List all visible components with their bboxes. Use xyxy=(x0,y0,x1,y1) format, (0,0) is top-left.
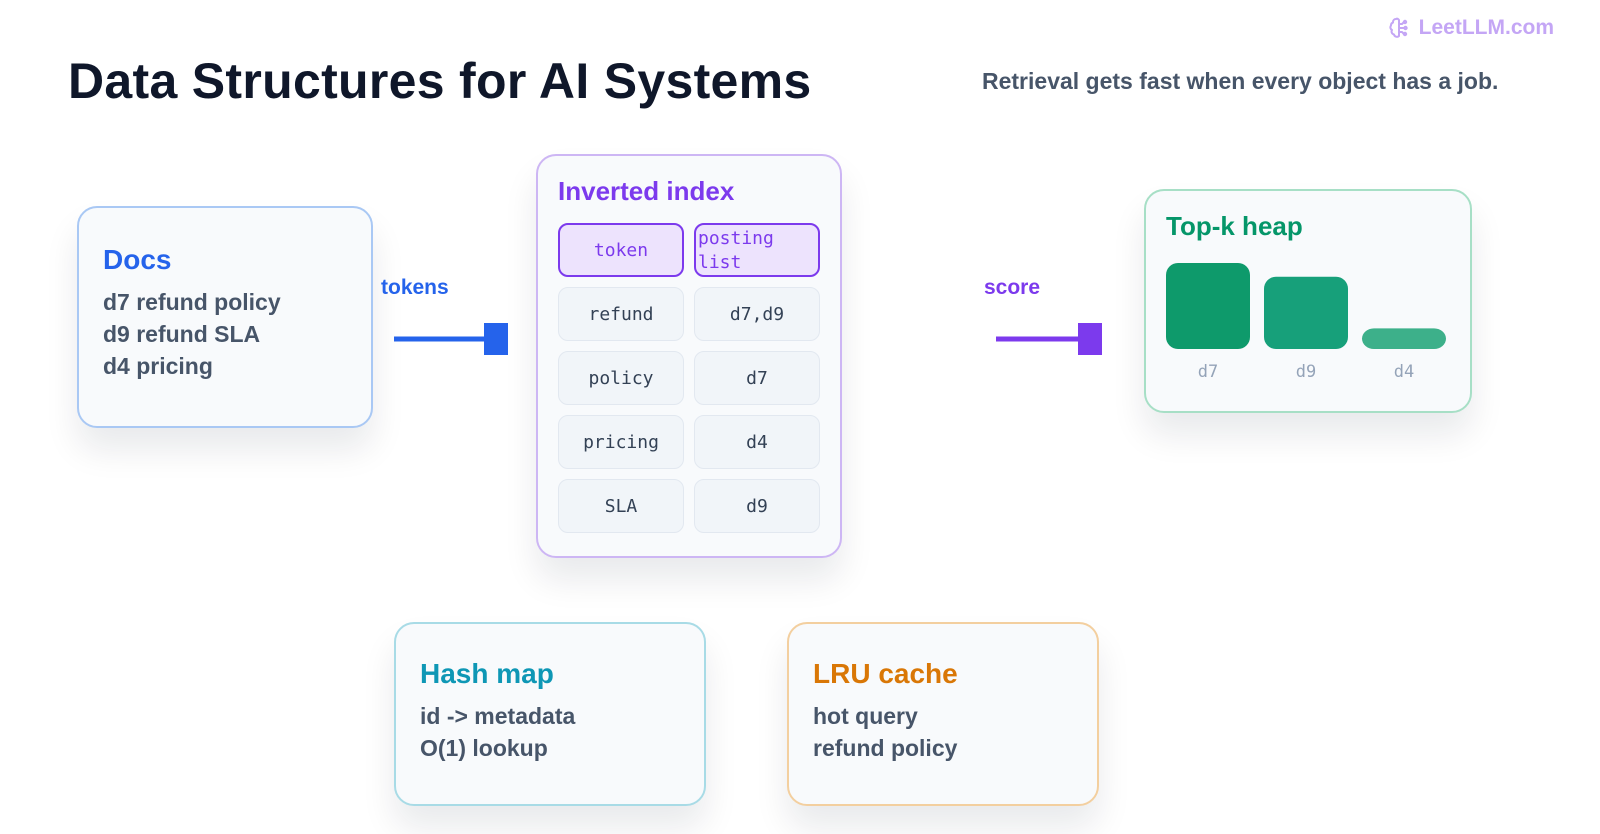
heap-bar-label: d4 xyxy=(1394,362,1414,382)
posting-cell: d7,d9 xyxy=(694,287,820,341)
hash-map-card: Hash map id -> metadata O(1) lookup xyxy=(394,622,706,806)
tokens-arrow xyxy=(394,323,508,355)
lru-cache-line: hot query xyxy=(813,703,918,729)
score-arrow xyxy=(996,323,1102,355)
heap-bar-d7 xyxy=(1166,263,1250,349)
posting-cell: d4 xyxy=(694,415,820,469)
lru-cache-title: LRU cache xyxy=(813,658,958,689)
lru-cache-line: refund policy xyxy=(813,735,958,761)
posting-cell: d9 xyxy=(694,479,820,533)
score-edge-label: score xyxy=(984,276,1041,299)
docs-line: d4 pricing xyxy=(103,353,213,379)
tokens-edge-label: tokens xyxy=(381,276,449,299)
token-cell: SLA xyxy=(558,479,684,533)
inverted-index-card: Inverted index token posting list refund… xyxy=(536,154,842,558)
hash-map-line: id -> metadata xyxy=(420,703,576,729)
brand-name: LeetLLM.com xyxy=(1418,16,1554,39)
top-k-heap-title: Top-k heap xyxy=(1166,211,1303,241)
page-title: Data Structures for AI Systems xyxy=(68,53,812,109)
token-cell: policy xyxy=(558,351,684,405)
docs-card: Docs d7 refund policy d9 refund SLA d4 p… xyxy=(77,206,373,428)
docs-line: d7 refund policy xyxy=(103,289,281,315)
top-k-heap-card: Top-k heap d7 d9 d4 xyxy=(1144,189,1472,413)
heap-bar-d4 xyxy=(1362,328,1446,349)
brand-logo[interactable]: LeetLLM.com xyxy=(1387,16,1554,40)
inverted-index-title: Inverted index xyxy=(558,176,735,206)
heap-bar-label: d7 xyxy=(1198,362,1218,382)
token-cell: pricing xyxy=(558,415,684,469)
inverted-index-table: token posting list refund d7,d9 policy d… xyxy=(558,223,820,533)
header-posting-list: posting list xyxy=(694,223,820,277)
docs-line: d9 refund SLA xyxy=(103,321,261,347)
heap-bar-label: d9 xyxy=(1296,362,1316,382)
posting-cell: d7 xyxy=(694,351,820,405)
heap-bar-d9 xyxy=(1264,276,1348,349)
header-token: token xyxy=(558,223,684,277)
hash-map-title: Hash map xyxy=(420,658,554,689)
page-subtitle: Retrieval gets fast when every object ha… xyxy=(982,68,1499,94)
heap-bars: d7 d9 d4 xyxy=(1166,263,1446,382)
hash-map-line: O(1) lookup xyxy=(420,735,548,761)
token-cell: refund xyxy=(558,287,684,341)
brain-icon xyxy=(1389,17,1408,38)
docs-title: Docs xyxy=(103,244,172,275)
lru-cache-card: LRU cache hot query refund policy xyxy=(787,622,1099,806)
